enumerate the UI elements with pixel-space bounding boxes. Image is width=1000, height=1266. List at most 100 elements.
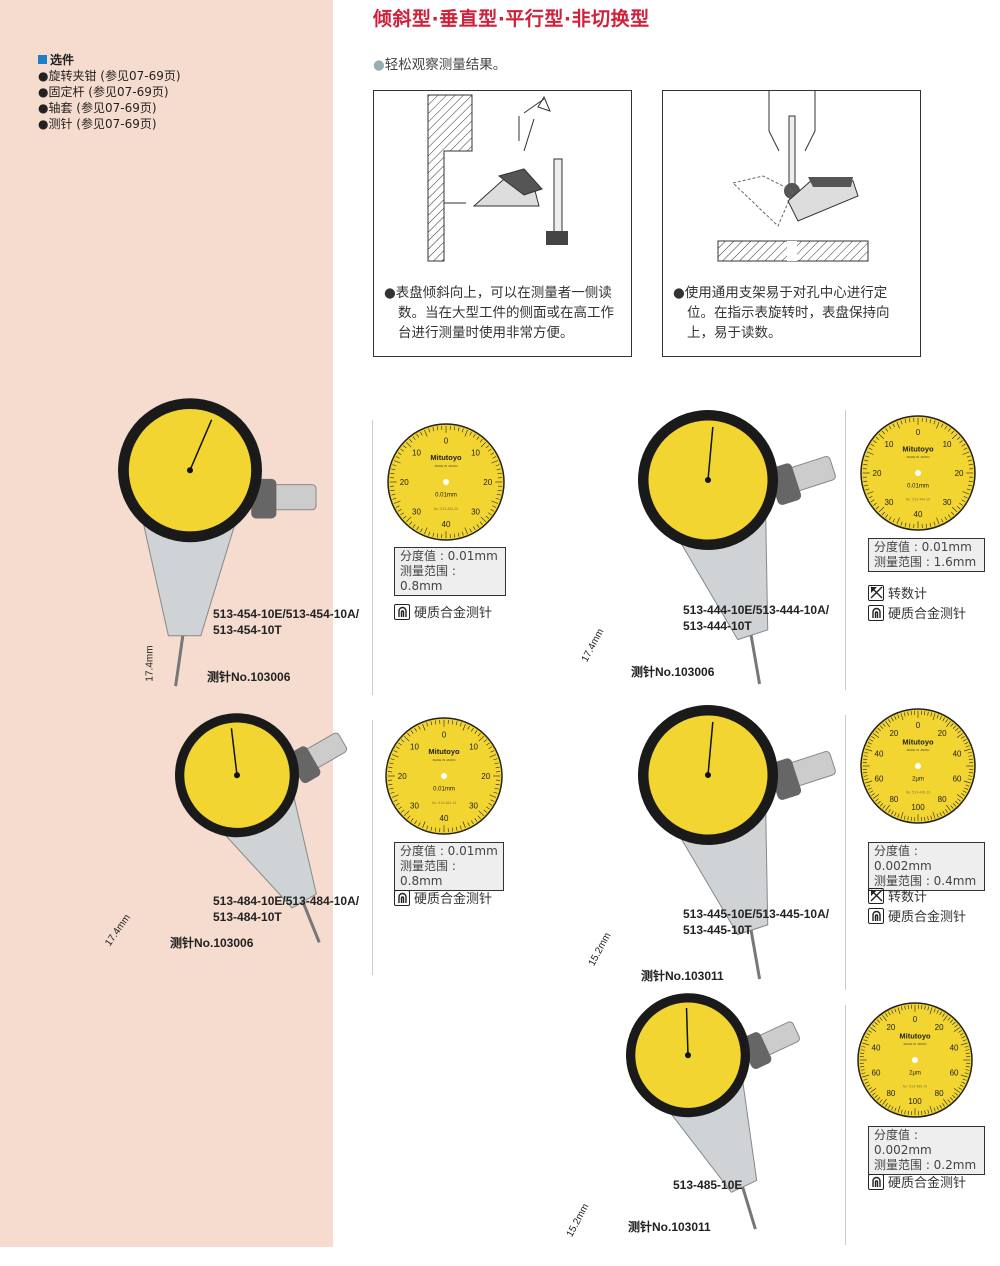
- carbide-icon: [868, 1174, 884, 1190]
- feature-label: 硬质合金测针: [414, 888, 492, 907]
- indicator-photo: [46, 355, 406, 715]
- dial-number: 40: [875, 749, 884, 758]
- model-line: 513-485-10E: [673, 1177, 742, 1193]
- dial-model-no: No. 513-484-10: [432, 801, 456, 805]
- contact-point: [737, 1187, 761, 1229]
- feature-item: 硬质合金测针: [394, 602, 492, 621]
- dial-number: 40: [953, 749, 962, 758]
- options-heading-text: 选件: [50, 53, 74, 67]
- diagram-caption: ●表盘倾斜向上，可以在测量者一侧读数。当在大型工件的侧面或在高工作台进行测量时使…: [384, 283, 623, 343]
- feature-item: 硬质合金测针: [868, 906, 966, 925]
- indicator-photo: [113, 676, 423, 986]
- dial-number: 80: [889, 795, 898, 804]
- dial-number: 100: [911, 803, 925, 812]
- dial-number: 20: [935, 1023, 944, 1032]
- dial-unit: 0.01mm: [435, 493, 457, 499]
- feature-item: 硬质合金测针: [868, 1172, 966, 1191]
- dial-brand-logo: Mitutoyo: [902, 737, 934, 746]
- option-item: ●测针 (参见07-69页): [38, 116, 181, 132]
- measuring-range: 测量范围 : 0.8mm: [400, 859, 498, 889]
- feature-item: 硬质合金测针: [868, 603, 966, 622]
- revolution-counter-icon: [868, 585, 884, 601]
- dial-number: 100: [908, 1097, 922, 1106]
- dial-number: 10: [410, 742, 419, 751]
- feature-label: 转数计: [888, 886, 927, 905]
- dial-number: 20: [483, 478, 492, 487]
- dial-number: 0: [442, 730, 447, 739]
- dial-number: 20: [400, 478, 409, 487]
- graduation: 分度值 : 0.002mm: [874, 1128, 979, 1158]
- feature-label: 硬质合金测针: [414, 602, 492, 621]
- dial-made-in: MADE IN JAPAN: [907, 748, 930, 752]
- dial-number: 10: [943, 440, 952, 449]
- dial-unit: 2μm: [912, 776, 924, 782]
- model-line: 513-484-10E/513-484-10A/: [213, 893, 359, 909]
- dial-brand-logo: Mitutoyo: [428, 747, 460, 756]
- dial-number: 60: [953, 775, 962, 784]
- dial-number: 20: [886, 1023, 895, 1032]
- dial-model-no: No. 513-454-10: [434, 507, 458, 511]
- hole-centering-illustration: [663, 91, 920, 271]
- dial-number: 40: [442, 520, 451, 529]
- dial-model-no: No. 513-444-10: [906, 497, 930, 501]
- options-list: 选件 ●旋转夹钳 (参见07-69页) ●固定杆 (参见07-69页) ●轴套 …: [38, 52, 181, 132]
- indicator-photo: [564, 956, 874, 1266]
- dial-made-in: MADE IN JAPAN: [435, 464, 458, 468]
- model-line: 513-444-10T: [683, 618, 829, 634]
- dial-made-in: MADE IN JAPAN: [907, 455, 930, 459]
- feature-label: 硬质合金测针: [888, 1172, 966, 1191]
- feature-label: 硬质合金测针: [888, 603, 966, 622]
- dial-number: 30: [412, 508, 421, 517]
- model-line: 513-454-10E/513-454-10A/: [213, 606, 359, 622]
- dial-number: 80: [886, 1089, 895, 1098]
- dial-number: 20: [938, 729, 947, 738]
- model-number: 513-445-10E/513-445-10A/513-445-10T: [683, 906, 829, 938]
- dial-number: 0: [444, 436, 449, 445]
- dial-number: 30: [943, 498, 952, 507]
- stylus-number: 测针No.103011: [628, 1218, 711, 1235]
- measuring-range: 测量范围 : 0.8mm: [400, 564, 500, 594]
- dial-number: 0: [916, 428, 921, 437]
- measuring-range: 测量范围 : 1.6mm: [874, 555, 979, 570]
- dial-brand-logo: Mitutoyo: [902, 444, 934, 453]
- carbide-icon: [394, 604, 410, 620]
- measuring-range: 测量范围 : 0.2mm: [874, 1158, 979, 1173]
- feature-item: 硬质合金测针: [394, 888, 492, 907]
- dial-number: 30: [471, 508, 480, 517]
- dial-made-in: MADE IN JAPAN: [904, 1042, 927, 1046]
- model-number: 513-444-10E/513-444-10A/513-444-10T: [683, 602, 829, 634]
- dial-number: 60: [875, 775, 884, 784]
- dial-unit: 0.01mm: [907, 483, 929, 489]
- revolution-counter-icon: [868, 888, 884, 904]
- dial-number: 20: [873, 469, 882, 478]
- graduation: 分度值 : 0.01mm: [874, 540, 979, 555]
- model-number: 513-485-10E: [673, 1177, 742, 1193]
- dial-unit: 0.01mm: [433, 787, 455, 793]
- carbide-icon: [868, 908, 884, 924]
- model-number: 513-454-10E/513-454-10A/513-454-10T: [213, 606, 359, 638]
- model-line: 513-445-10T: [683, 922, 829, 938]
- dial-number: 0: [916, 721, 921, 730]
- dial-number: 80: [938, 795, 947, 804]
- dial-number: 10: [412, 448, 421, 457]
- dial-number: 40: [914, 510, 923, 519]
- model-line: 513-454-10T: [213, 622, 359, 638]
- options-heading: 选件: [38, 52, 181, 68]
- dial-unit: 2μm: [909, 1070, 921, 1076]
- dial-number: 30: [410, 802, 419, 811]
- feature-label: 硬质合金测针: [888, 906, 966, 925]
- option-item: ●固定杆 (参见07-69页): [38, 84, 181, 100]
- dial-number: 20: [398, 772, 407, 781]
- dial-number: 10: [469, 742, 478, 751]
- option-item: ●旋转夹钳 (参见07-69页): [38, 68, 181, 84]
- dial-model-no: No. 513-445-10: [906, 790, 930, 794]
- carbide-icon: [394, 890, 410, 906]
- dial-number: 40: [872, 1043, 881, 1052]
- dial-number: 10: [471, 448, 480, 457]
